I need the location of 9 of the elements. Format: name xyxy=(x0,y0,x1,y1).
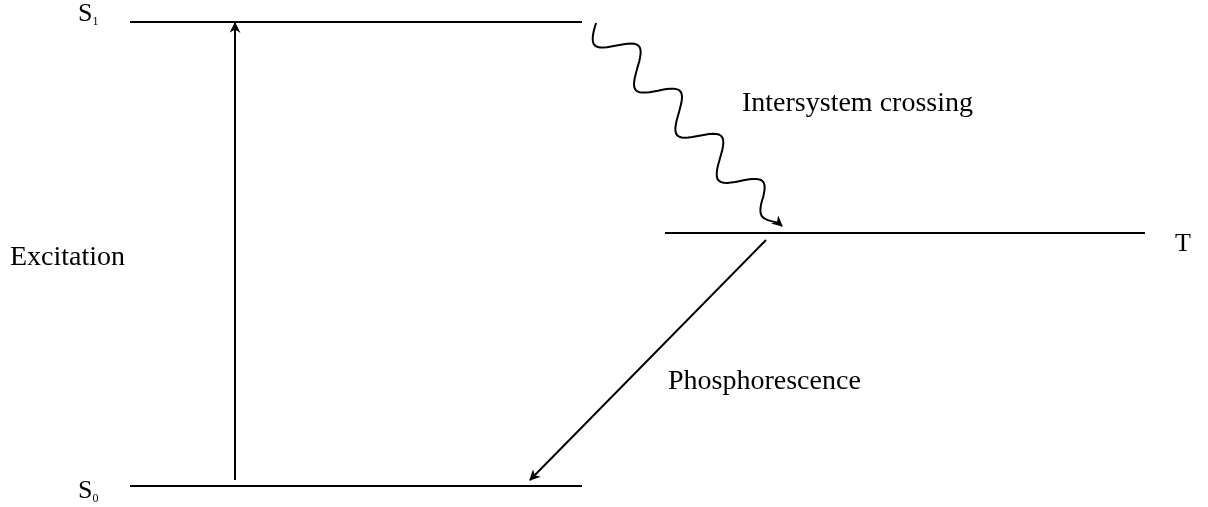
level-label: T xyxy=(1175,232,1191,254)
wavy-arrow xyxy=(591,22,783,227)
level-label: S$_{1}$ xyxy=(78,2,99,30)
arrow xyxy=(529,239,767,481)
edge-label: Phosphorescence xyxy=(668,364,861,396)
edge-label: Intersystem crossing xyxy=(742,86,973,118)
arrow xyxy=(229,21,241,481)
edge-label: Excitation xyxy=(10,240,126,272)
level-label: S$_{0}$ xyxy=(78,479,99,507)
